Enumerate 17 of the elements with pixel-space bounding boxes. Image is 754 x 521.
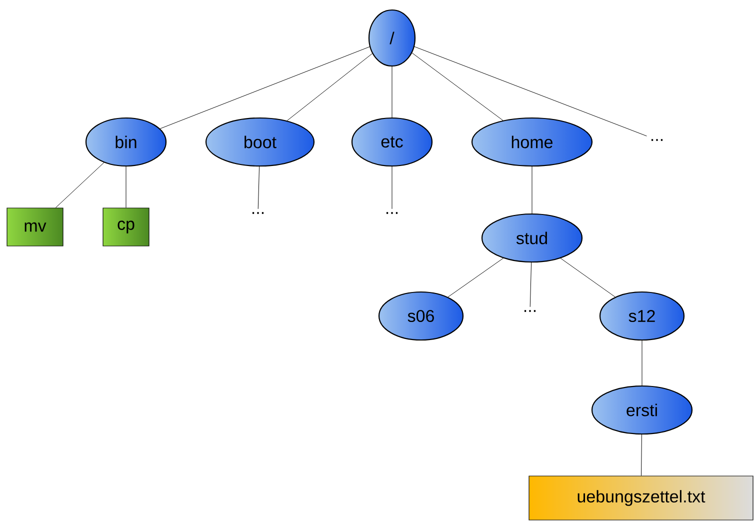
tree-line: [160, 46, 370, 129]
tree-line: [286, 53, 372, 121]
ellipsis-text: ...: [651, 139, 663, 141]
ellipsis-text: ...: [386, 212, 398, 214]
program-box: mv: [6, 208, 64, 246]
tree-line: [560, 258, 616, 298]
tree-line: [530, 262, 532, 308]
tree-line: [641, 434, 642, 476]
tree-line: [55, 162, 104, 208]
tree-line: [448, 258, 504, 298]
ellipsis-text: ...: [252, 212, 264, 214]
file-box: uebungszettel.txt: [528, 476, 754, 520]
tree-line: [414, 46, 647, 136]
tree-line: [412, 52, 504, 121]
ellipsis-text: ...: [524, 310, 536, 312]
program-box: cp: [102, 208, 150, 246]
tree-line: [258, 166, 260, 210]
